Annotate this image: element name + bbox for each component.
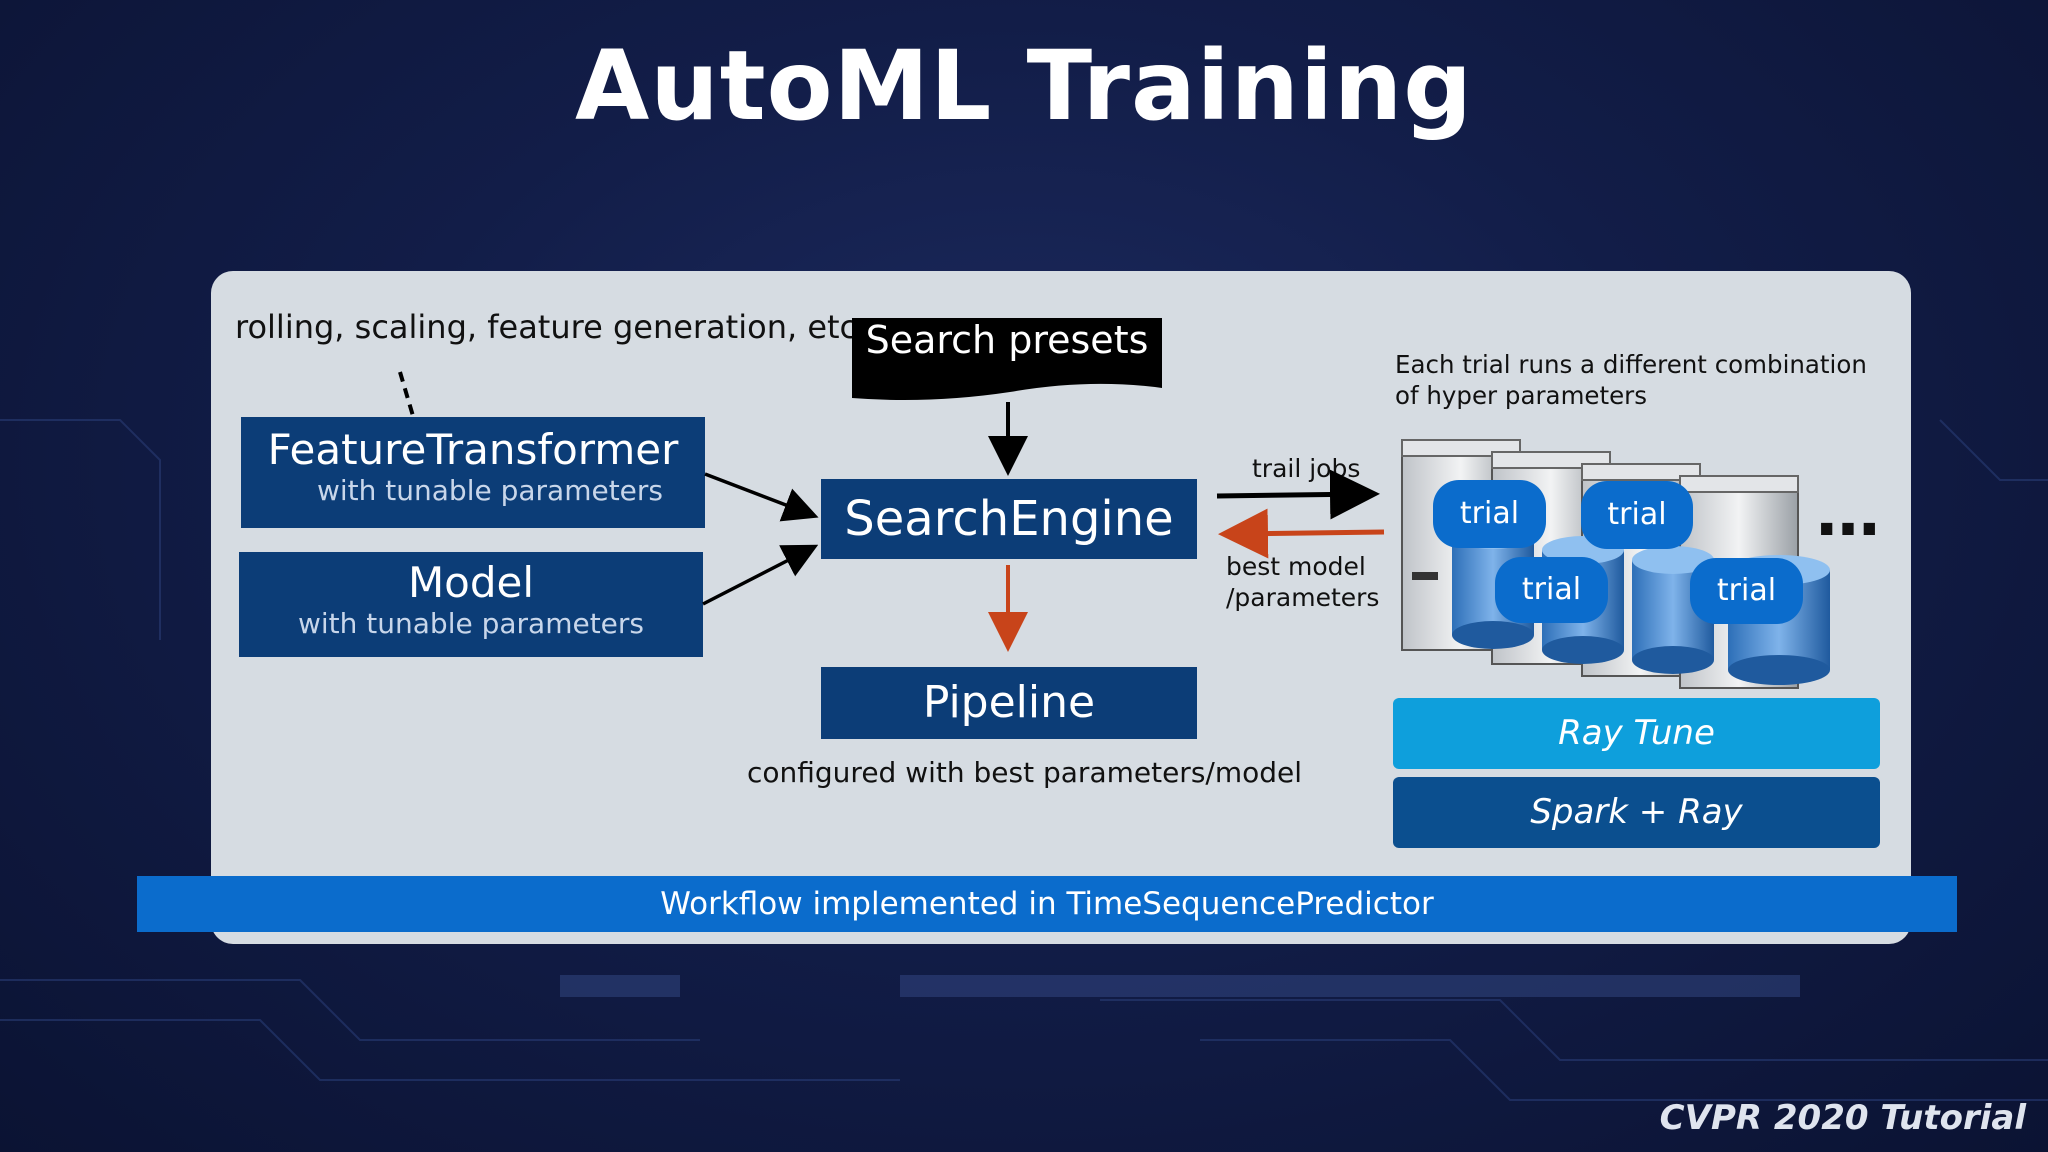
search-presets-label: Search presets [865,318,1149,362]
footer-label: CVPR 2020 Tutorial [1659,1098,2026,1138]
pipeline-box: Pipeline [821,667,1197,739]
more-trials-ellipsis: … [1816,477,1880,551]
pipeline-label: Pipeline [922,677,1096,728]
trials-note: Each trial runs a different combination … [1395,350,1867,410]
trial-jobs-label: trail jobs [1252,454,1361,483]
model-box: Model with tunable parameters [239,552,703,657]
feature-transformer-label: FeatureTransformer [267,425,679,474]
pipeline-caption: configured with best parameters/model [747,756,1303,789]
model-sublabel: with tunable parameters [297,607,645,640]
trial-label: trial [1716,573,1777,608]
feature-transformer-sublabel: with tunable parameters [316,474,664,507]
spark-ray-bar: Spark + Ray [1393,777,1880,848]
workflow-bar: Workflow implemented in TimeSequencePred… [137,876,1957,932]
ray-tune-bar: Ray Tune [1393,698,1880,769]
model-label: Model [407,558,535,607]
trial-label: trial [1459,496,1520,531]
best-parameters-label: /parameters [1226,583,1380,612]
transform-note: rolling, scaling, feature generation, et… [235,308,868,346]
search-engine-label: SearchEngine [844,491,1174,547]
slide-title: AutoML Training [575,30,1473,142]
trial-label: trial [1607,497,1667,532]
best-model-label: best model [1226,552,1366,581]
search-engine-box: SearchEngine [821,479,1197,559]
trial-label: trial [1521,572,1582,607]
feature-transformer-box: FeatureTransformer with tunable paramete… [241,417,705,528]
